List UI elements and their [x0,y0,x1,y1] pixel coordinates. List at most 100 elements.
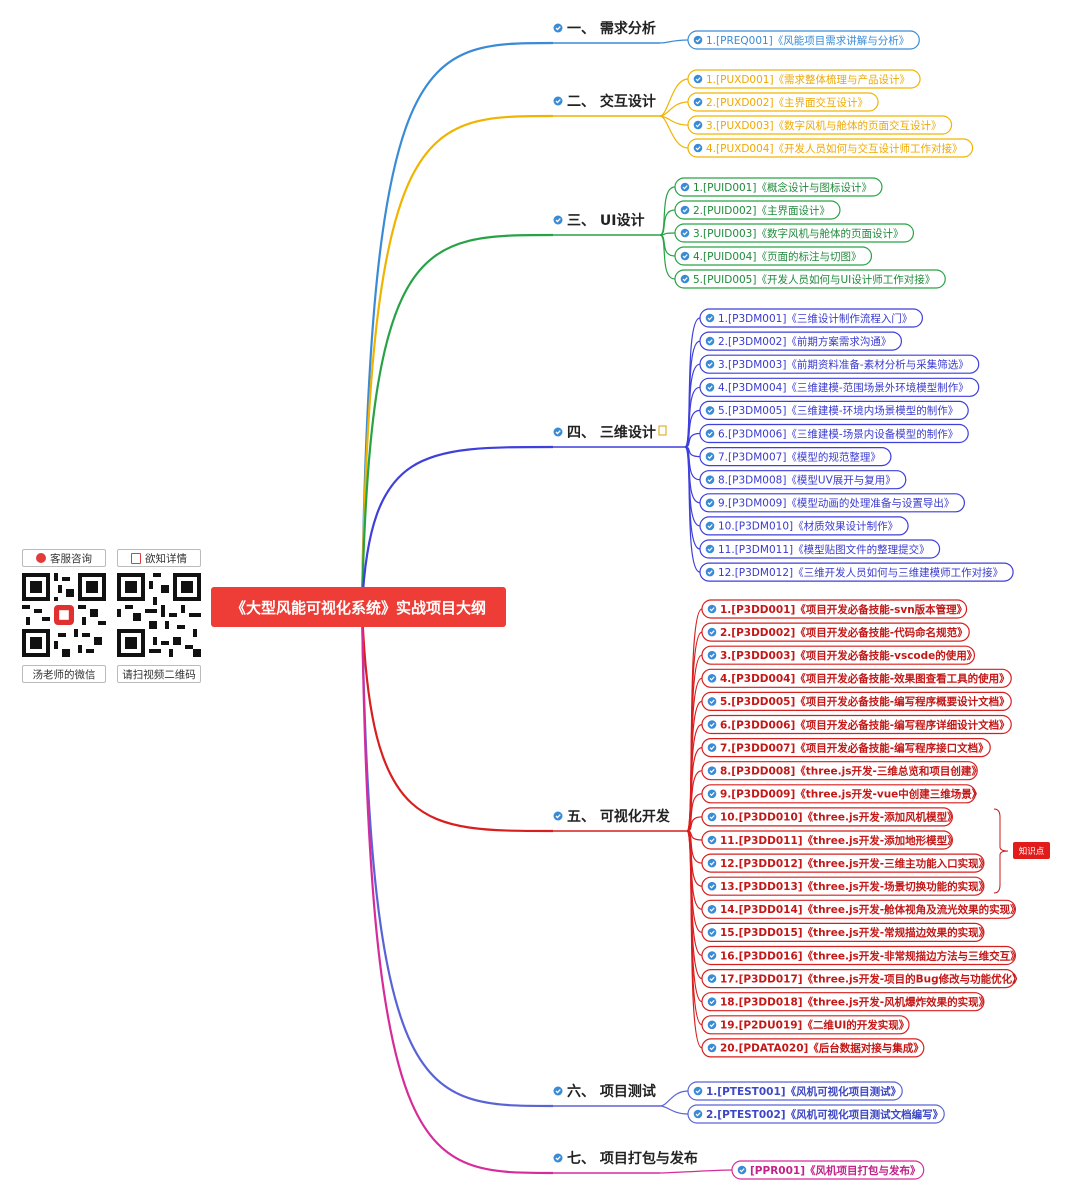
section-title[interactable]: 二、 交互设计 [553,93,656,110]
outline-item[interactable]: 13.[P3DD013]《three.js开发-场景切换功能的实现》 [701,876,989,896]
section-6: 六、 项目测试 1.[PTEST001]《风机可视化项目测试》 2.[PTEST00… [360,606,945,1124]
outline-item[interactable]: 10.[P3DM010]《材质效果设计制作》 [699,516,909,536]
item-pill [701,645,976,665]
check-icon [680,182,690,192]
outline-item[interactable]: 4.[PUXD004]《开发人员如何与交互设计师工作对接》 [687,138,974,158]
item-pill [701,830,954,850]
item-pill [687,115,953,135]
check-icon [553,1086,563,1096]
section-title[interactable]: 三、 UI设计 [553,212,645,229]
outline-item[interactable]: [PPR001]《风机项目打包与发布》 [731,1160,925,1180]
item-pill [701,691,1012,712]
outline-item[interactable]: 1.[P3DM001]《三维设计制作流程入门》 [699,308,924,328]
check-icon [707,604,717,614]
outline-item[interactable]: 5.[P3DD005]《项目开发必备技能-编写程序概要设计文档》 [701,691,1012,712]
outline-item[interactable]: 12.[P3DM012]《三维开发人员如何与三维建模师工作对接》 [699,562,1014,582]
section-title[interactable]: 七、 项目打包与发布 [553,1150,698,1167]
item-pill [701,945,1017,966]
section-title[interactable]: 五、 可视化开发 [553,808,671,825]
outline-item[interactable]: 9.[P3DM009]《模型动画的处理准备与设置导出》 [699,493,966,513]
check-icon [553,96,563,106]
outline-item[interactable]: 7.[P3DM007]《模型的规范整理》 [699,447,892,467]
check-icon [707,951,717,960]
outline-item[interactable]: 3.[P3DM003]《前期资料准备-素材分析与采集筛选》 [699,354,980,374]
check-icon [680,274,690,284]
outline-item[interactable]: 10.[P3DD010]《three.js开发-添加风机模型》 [701,807,958,827]
outline-item[interactable]: 19.[P2DU019]《二维UI的开发实现》 [701,1015,910,1035]
outline-item[interactable]: 8.[P3DM008]《模型UV展开与复用》 [699,470,907,490]
outline-item[interactable]: 1.[P3DD001]《项目开发必备技能-svn版本管理》 [701,599,968,619]
outline-item[interactable]: 1.[PUID001]《概念设计与图标设计》 [674,177,883,197]
outline-item[interactable]: 1.[PREQ001]《风能项目需求讲解与分析》 [687,30,920,50]
outline-item[interactable]: 12.[P3DD012]《three.js开发-三维主功能入口实现》 [701,853,989,873]
check-icon [553,1153,563,1163]
outline-item[interactable]: 8.[P3DD008]《three.js开发-三维总览和项目创建》 [701,761,982,781]
item-pill [687,30,920,50]
outline-item-text: 7.[P3DM007]《模型的规范整理》 [718,450,881,463]
outline-item[interactable]: 6.[P3DD006]《项目开发必备技能-编写程序详细设计文档》 [701,714,1012,735]
details-button[interactable]: 欲知详情 [117,549,201,567]
section-branch [360,114,554,608]
outline-item[interactable]: 2.[P3DD002]《项目开发必备技能-代码命名规范》 [701,622,970,642]
outline-item-text: 12.[P3DD012]《three.js开发-三维主功能入口实现》 [720,857,989,870]
root-topic[interactable]: 《大型风能可视化系统》实战项目大纲 [211,587,506,627]
section-title[interactable]: 四、 三维设计 [553,424,656,441]
root-title: 《大型风能可视化系统》实战项目大纲 [230,598,486,617]
item-pill [701,668,1012,688]
outline-item-text: 8.[P3DD008]《three.js开发-三维总览和项目创建》 [720,765,982,778]
outline-item[interactable]: 2.[PUID002]《主界面设计》 [674,200,841,220]
outline-item[interactable]: 2.[P3DM002]《前期方案需求沟通》 [699,331,903,351]
outline-item-text: 3.[P3DM003]《前期资料准备-素材分析与采集筛选》 [718,358,969,371]
outline-item[interactable]: 9.[P3DD009]《three.js开发-vue中创建三维场景》 [701,784,982,804]
outline-item[interactable]: 3.[P3DD003]《项目开发必备技能-vscode的使用》 [701,645,977,665]
outline-item[interactable]: 2.[PUXD002]《主界面交互设计》 [687,92,879,112]
outline-item[interactable]: 17.[P3DD017]《three.js开发-项目的Bug修改与功能优化》 [701,968,1023,989]
outline-item[interactable]: 1.[PTEST001]《风机可视化项目测试》 [687,1081,903,1101]
check-icon [553,215,563,225]
section-5: 五、 可视化开发 1.[P3DD001]《项目开发必备技能-svn版本管理》 2.[… [360,599,1023,1058]
outline-item-text: 14.[P3DD014]《three.js开发-舱体视角及流光效果的实现》 [720,903,1021,916]
outline-item[interactable]: 1.[PUXD001]《需求整体梳理与产品设计》 [687,69,921,89]
outline-item[interactable]: 7.[P3DD007]《项目开发必备技能-编写程序接口文档》 [701,737,991,758]
outline-item[interactable]: 15.[P3DD015]《three.js开发-常规描边效果的实现》 [701,922,989,943]
outline-item[interactable]: 20.[PDATA020]《后台数据对接与集成》 [701,1038,925,1058]
outline-item[interactable]: 16.[P3DD016]《three.js开发-非常规描边方法与三维交互》 [701,945,1021,966]
outline-item-text: 8.[P3DM008]《模型UV展开与复用》 [718,474,896,487]
outline-item-text: 3.[PUXD003]《数字风机与舱体的页面交互设计》 [706,119,942,132]
check-icon [707,974,717,983]
item-pill [687,138,974,158]
outline-item[interactable]: 4.[P3DD004]《项目开发必备技能-效果图查看工具的使用》 [701,668,1012,688]
outline-item[interactable]: 11.[P3DD011]《three.js开发-添加地形模型》 [701,830,958,850]
check-icon [707,720,717,729]
outline-item-text: 4.[P3DD004]《项目开发必备技能-效果图查看工具的使用》 [720,672,1010,685]
item-pill [701,714,1012,735]
headset-icon [36,553,46,563]
section-title[interactable]: 六、 项目测试 [553,1083,656,1100]
check-icon [707,812,717,822]
outline-item[interactable]: 3.[PUXD003]《数字风机与舱体的页面交互设计》 [687,115,953,135]
outline-item[interactable]: 5.[P3DM005]《三维建模-环境内场景模型的制作》 [699,400,969,420]
outline-item[interactable]: 11.[P3DM011]《模型贴图文件的整理提交》 [699,539,941,559]
outline-item[interactable]: 4.[P3DM004]《三维建模-范围场景外环境模型制作》 [699,377,980,397]
section-title-text: 五、 可视化开发 [567,808,671,825]
customer-service-button[interactable]: 客服咨询 [22,549,106,567]
wechat-caption: 汤老师的微信 [22,665,106,683]
item-pill [674,246,873,266]
outline-item[interactable]: 5.[PUID005]《开发人员如何与UI设计师工作对接》 [674,269,946,289]
outline-item[interactable]: 2.[PTEST002]《风机可视化项目测试文档编写》 [687,1104,945,1124]
outline-item[interactable]: 6.[P3DM006]《三维建模-场景内设备模型的制作》 [699,423,969,444]
check-icon [705,336,715,346]
section-title[interactable]: 一、 需求分析 [553,20,656,37]
outline-item-text: 4.[P3DM004]《三维建模-范围场景外环境模型制作》 [718,381,969,394]
outline-item[interactable]: 4.[PUID004]《页面的标注与切图》 [674,246,873,266]
check-icon [705,475,715,485]
outline-item[interactable]: 14.[P3DD014]《three.js开发-舱体视角及流光效果的实现》 [701,899,1021,919]
outline-item[interactable]: 3.[PUID003]《数字风机与舱体的页面设计》 [674,223,915,243]
video-qr-code [117,573,201,657]
outline-item[interactable]: 18.[P3DD018]《three.js开发-风机爆炸效果的实现》 [701,992,989,1012]
item-pill [701,599,968,619]
section-branch [360,233,554,608]
check-icon [707,858,717,868]
check-icon [707,1043,717,1053]
section-7: 七、 项目打包与发布 [PPR001]《风机项目打包与发布》 [360,606,925,1180]
